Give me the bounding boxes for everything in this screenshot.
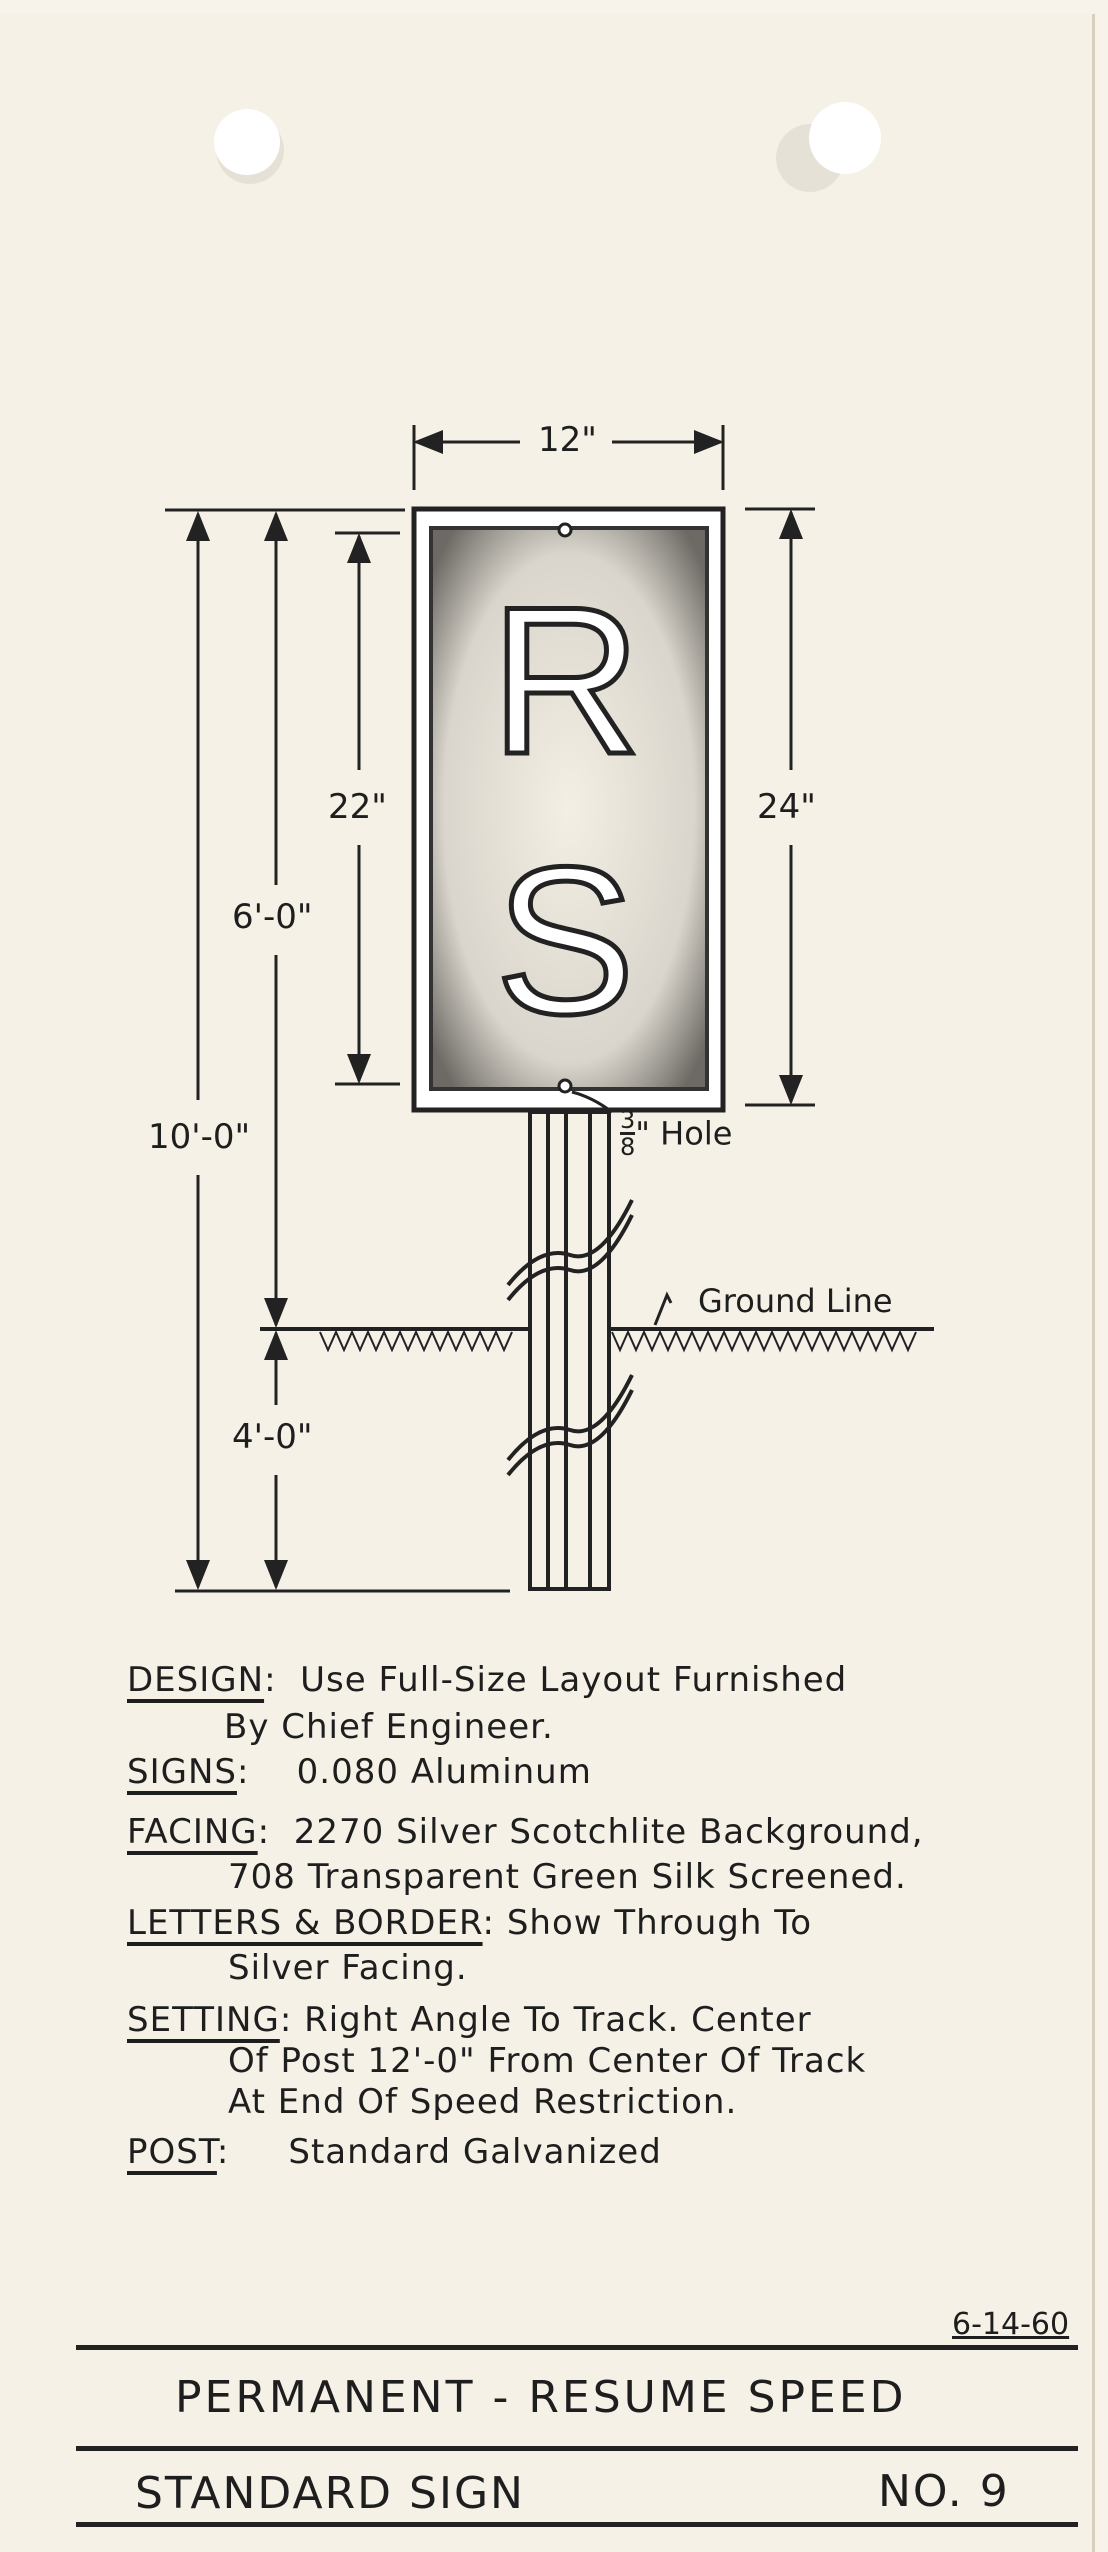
spec-label: DESIGN: [127, 1660, 265, 1700]
spec-label: SIGNS: [127, 1752, 237, 1792]
sign-number: NO. 9: [878, 2466, 1010, 2517]
spec-text: Of Post 12'-0" From Center Of Track: [228, 2041, 867, 2081]
spec-post: POST: Standard Galvanized: [127, 2132, 662, 2172]
overall-height-dimension: 10'-0": [148, 1117, 251, 1157]
hole-dimension: 3 8 " Hole: [620, 1108, 732, 1159]
spec-text: 708 Transparent Green Silk Screened.: [228, 1857, 907, 1897]
hole-fraction-numerator: 3: [620, 1106, 636, 1135]
spec-text: Use Full-Size Layout Furnished: [300, 1660, 848, 1700]
spec-text: Standard Galvanized: [288, 2132, 662, 2172]
below-ground-dimension: 4'-0": [232, 1417, 313, 1457]
sign-height-dimension: 24": [757, 787, 816, 827]
divider: [76, 2345, 1078, 2350]
spec-design: DESIGN: Use Full-Size Layout Furnished: [127, 1660, 848, 1700]
hole-fraction-denominator: 8: [620, 1133, 636, 1161]
above-ground-dimension: 6'-0": [232, 897, 313, 937]
spec-label: FACING: [127, 1812, 258, 1852]
spec-text: 0.080 Aluminum: [296, 1752, 592, 1792]
post: [506, 1110, 634, 1591]
divider: [76, 2446, 1078, 2451]
sign-letter-s: S: [492, 821, 637, 1061]
spec-label: SETTING: [127, 2000, 280, 2040]
standard-sign-label: STANDARD SIGN: [135, 2468, 525, 2519]
spec-text: At End Of Speed Restriction.: [228, 2082, 738, 2122]
letter-area-dimension: 22": [328, 787, 387, 827]
spec-facing: FACING: 2270 Silver Scotchlite Backgroun…: [127, 1812, 924, 1852]
dimension-lines: [165, 425, 815, 1593]
spec-text: By Chief Engineer.: [224, 1707, 554, 1747]
ground-line: [260, 1291, 934, 1353]
sign-title: PERMANENT - RESUME SPEED: [175, 2372, 907, 2423]
spec-label: LETTERS & BORDER: [127, 1903, 483, 1943]
spec-letters-border: LETTERS & BORDER: Show Through To: [127, 1903, 812, 1943]
spec-text: Right Angle To Track. Center: [304, 2000, 812, 2040]
divider: [76, 2522, 1078, 2527]
spec-text: Show Through To: [506, 1903, 812, 1943]
width-dimension: 12": [538, 420, 597, 460]
spec-text: 2270 Silver Scotchlite Background,: [293, 1812, 924, 1852]
spec-setting: SETTING: Right Angle To Track. Center: [127, 2000, 812, 2040]
spec-text: Silver Facing.: [228, 1948, 468, 1988]
binder-holes: [214, 102, 881, 192]
ground-line-label: Ground Line: [698, 1282, 893, 1320]
sign-letter-r: R: [488, 561, 645, 801]
spec-label: POST: [127, 2132, 217, 2172]
drawing-date: 6-14-60: [952, 2307, 1070, 2342]
spec-signs: SIGNS: 0.080 Aluminum: [127, 1752, 592, 1792]
hole-label: " Hole: [635, 1114, 733, 1153]
sign-panel: [411, 506, 726, 1113]
